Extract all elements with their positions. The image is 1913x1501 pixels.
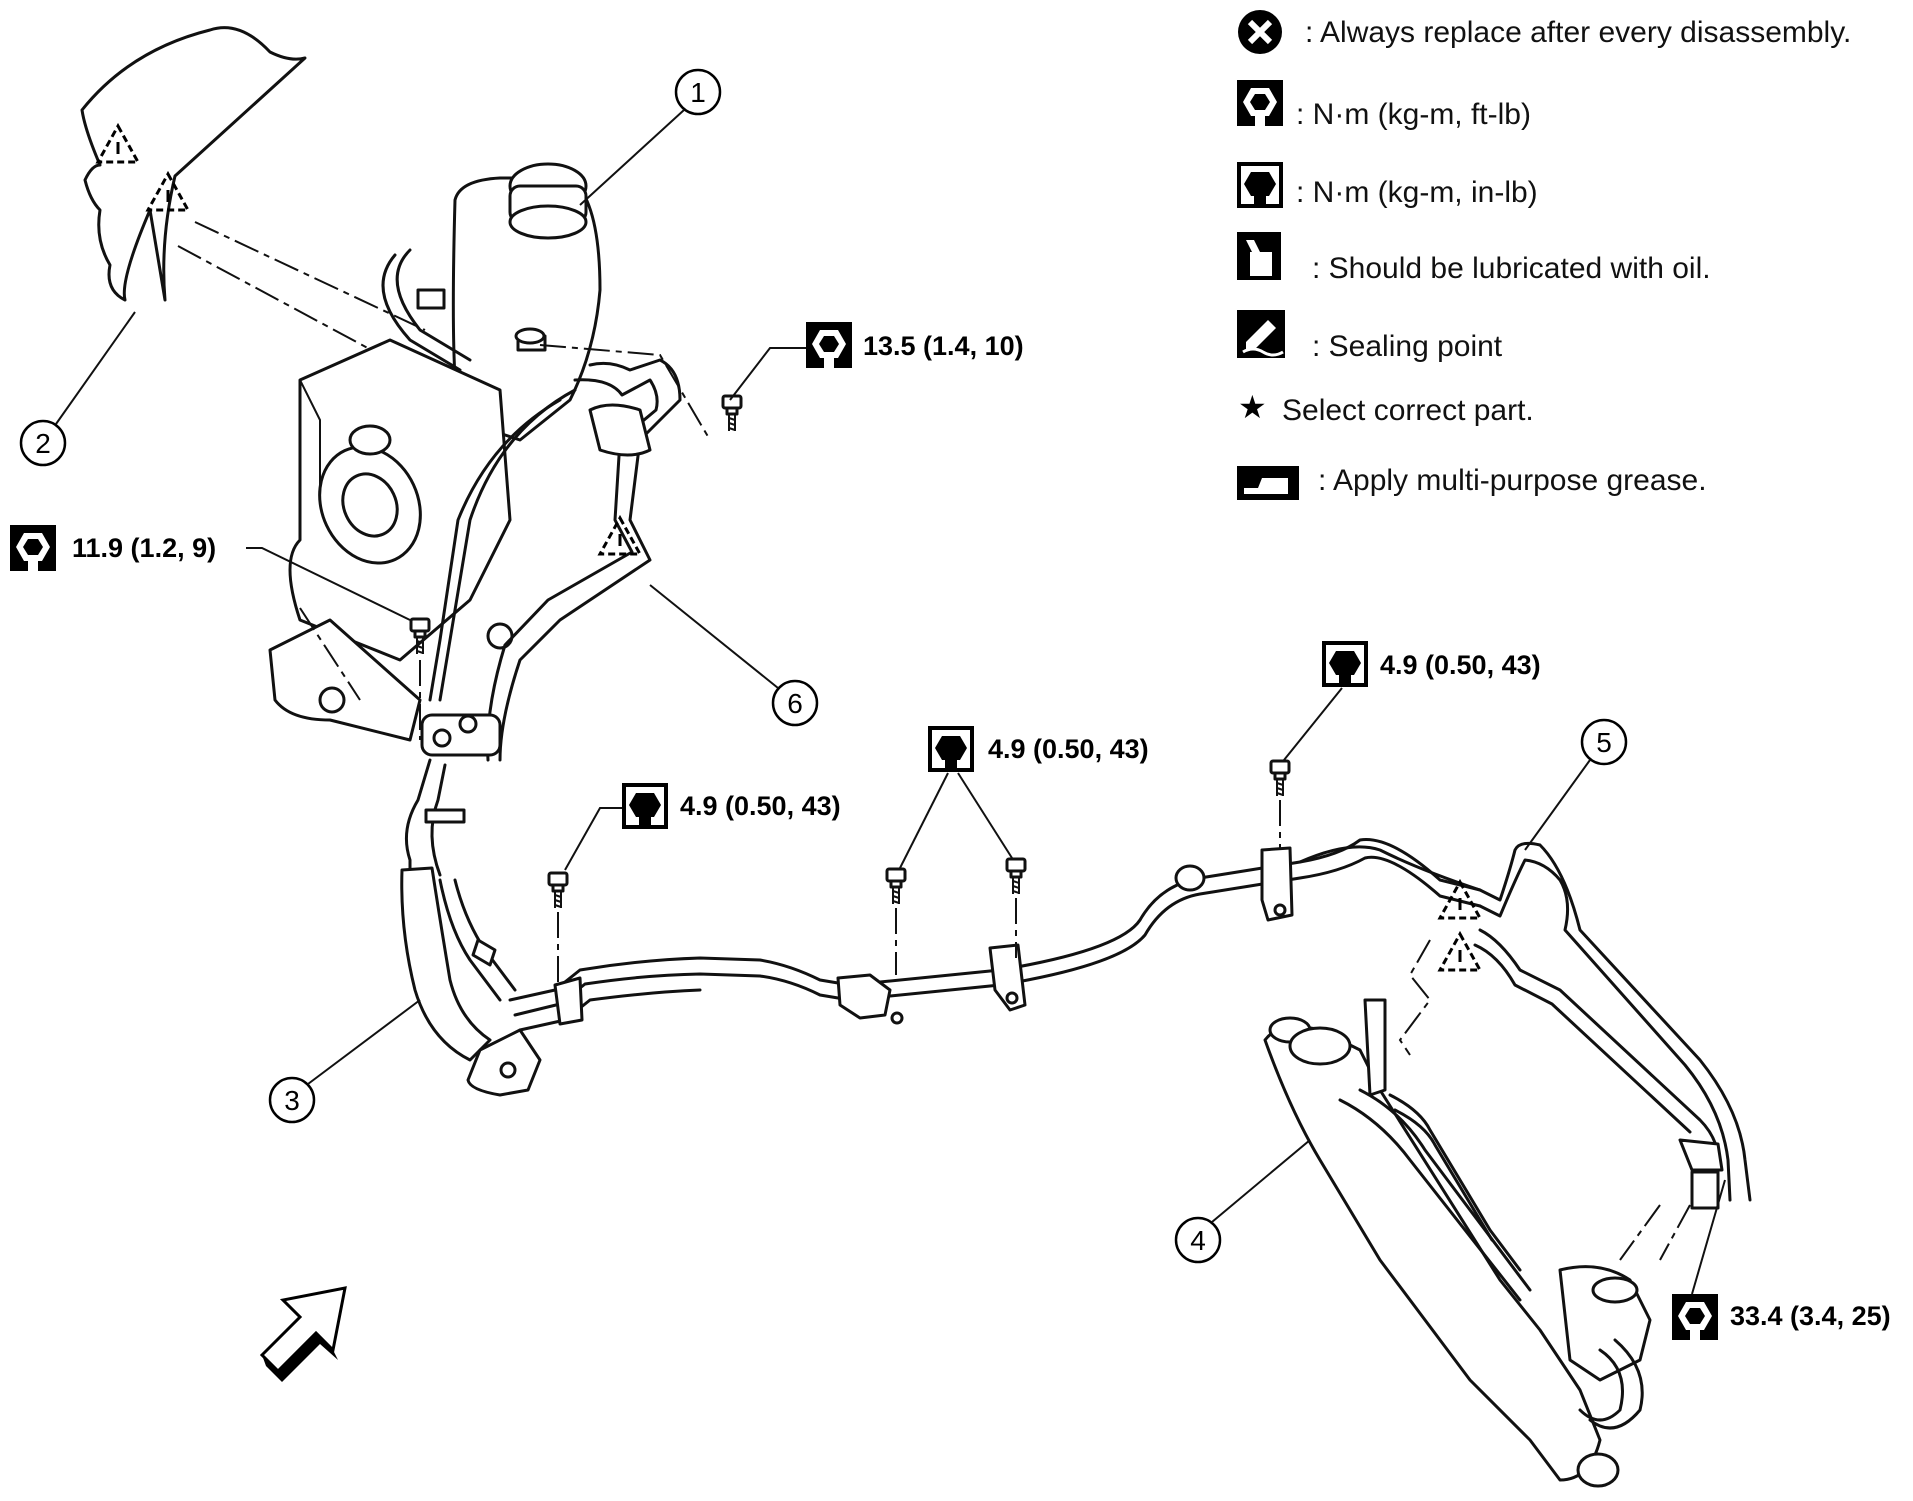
- torque-label-5: 4.9 (0.50, 43): [1283, 641, 1541, 761]
- legend-star-text: Select correct part.: [1282, 394, 1534, 427]
- callout-number: 6: [787, 688, 803, 719]
- bolt-icon: [547, 871, 569, 910]
- torque-wrench-icon: [806, 322, 852, 368]
- callout-number: 4: [1190, 1225, 1206, 1256]
- torque-label-2: 11.9 (1.2, 9): [10, 525, 411, 621]
- callout-number: 1: [690, 77, 706, 108]
- torque-wrench-black-icon: [1237, 162, 1283, 208]
- callout-number: 5: [1596, 727, 1612, 758]
- torque-wrench-icon: [1237, 80, 1283, 126]
- torque-value-2: 11.9 (1.2, 9): [72, 533, 216, 563]
- callout-1: 1: [579, 68, 722, 206]
- callout-4: 4: [1174, 1139, 1311, 1264]
- legend-oil-text: : Should be lubricated with oil.: [1312, 252, 1711, 285]
- sealing-point-icon: [1237, 310, 1285, 358]
- torque-value-5: 4.9 (0.50, 43): [1380, 650, 1541, 680]
- legend-sealing-text: : Sealing point: [1312, 330, 1503, 363]
- torque-wrench-black-icon: [622, 783, 668, 829]
- bolt-icon: [721, 394, 743, 433]
- triangle-mark-icon: [1438, 932, 1482, 972]
- return-line-part-5: [1298, 841, 1752, 1210]
- pressure-hose-part-6: [420, 358, 682, 762]
- front-direction-arrow-icon: [259, 1286, 347, 1382]
- bolt-icon: [1269, 759, 1291, 798]
- torque-label-6: 33.4 (3.4, 25): [1672, 1179, 1891, 1340]
- steering-lines: [508, 838, 1482, 1032]
- torque-value-3: 4.9 (0.50, 43): [680, 791, 841, 821]
- callout-number: 3: [284, 1085, 300, 1116]
- callout-6: 6: [649, 584, 819, 727]
- body-panel-part-2: [80, 26, 307, 302]
- legend-replace-text: : Always replace after every disassembly…: [1305, 16, 1851, 49]
- torque-wrench-black-icon: [928, 726, 974, 772]
- torque-value-4: 4.9 (0.50, 43): [988, 734, 1149, 764]
- callout-number: 2: [35, 428, 51, 459]
- callout-5: 5: [1524, 718, 1628, 851]
- legend-inlb-text: : N·m (kg-m, in-lb): [1296, 176, 1538, 209]
- triangle-mark-icon: [96, 124, 140, 164]
- grease-gun-icon: [1237, 466, 1299, 500]
- bolt-icon: [1005, 857, 1027, 896]
- torque-label-4: 4.9 (0.50, 43): [899, 726, 1149, 869]
- triangle-mark-icon: [598, 516, 642, 556]
- torque-wrench-icon: [1672, 1294, 1718, 1340]
- torque-wrench-icon: [10, 525, 56, 571]
- hose-assembly-part-3: [400, 758, 542, 1097]
- legend-grease-text: : Apply multi-purpose grease.: [1318, 464, 1707, 497]
- star-icon: ★: [1238, 389, 1267, 425]
- steering-gear-part-4: [1263, 998, 1652, 1488]
- callout-3: 3: [268, 999, 421, 1124]
- bolt-icon: [885, 867, 907, 906]
- torque-value-1: 13.5 (1.4, 10): [863, 331, 1024, 361]
- callout-2: 2: [19, 311, 136, 467]
- oil-can-icon: [1237, 232, 1281, 280]
- torque-value-6: 33.4 (3.4, 25): [1730, 1301, 1891, 1331]
- power-steering-pump-part-1: [268, 162, 602, 742]
- torque-label-3: 4.9 (0.50, 43): [564, 783, 841, 871]
- legend-ftlb-text: : N·m (kg-m, ft-lb): [1296, 98, 1531, 131]
- legend: : Always replace after every disassembly…: [1237, 10, 1851, 500]
- torque-wrench-black-icon: [1322, 641, 1368, 687]
- torque-label-1: 13.5 (1.4, 10): [729, 322, 1024, 401]
- replace-x-icon: [1238, 10, 1282, 54]
